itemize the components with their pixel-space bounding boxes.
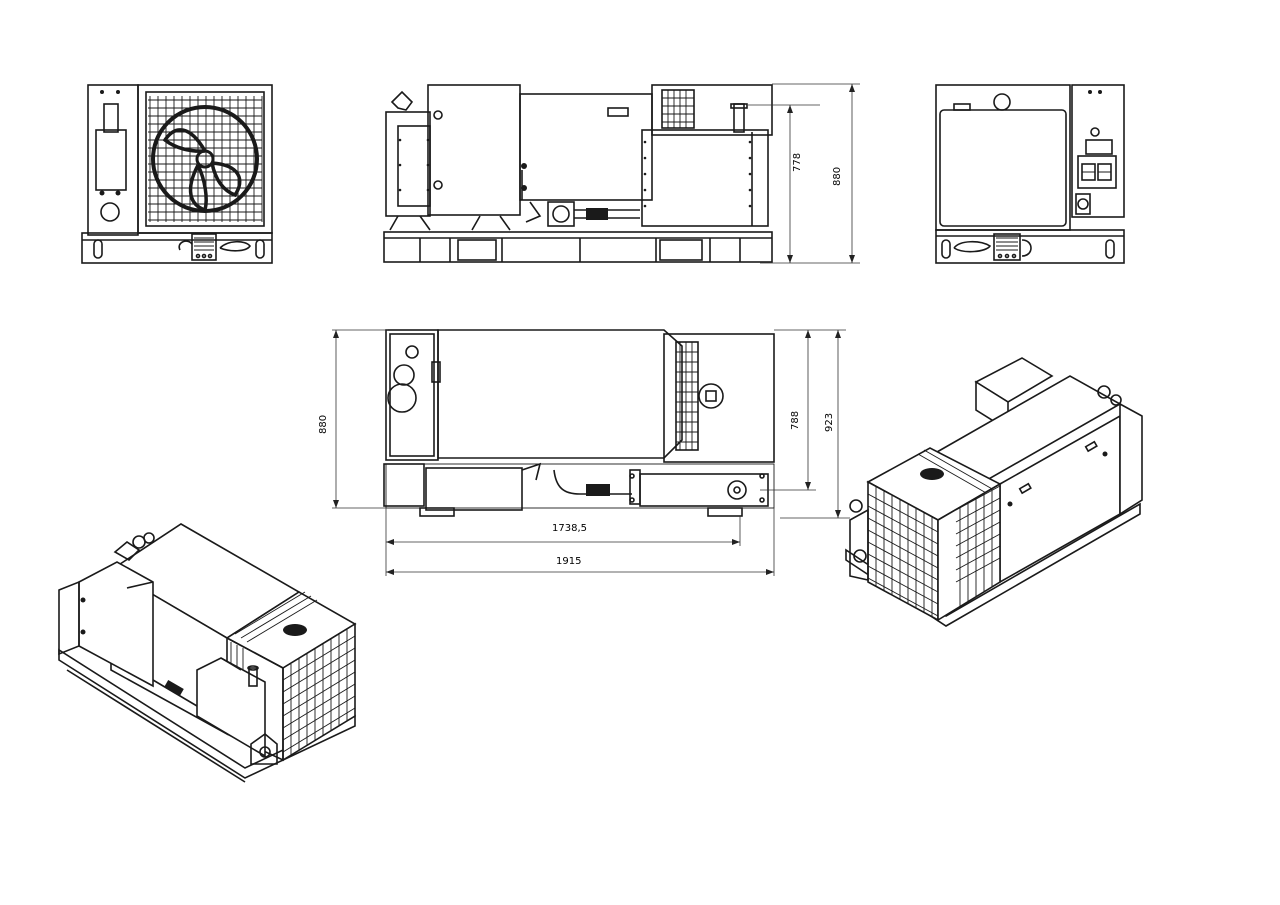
silencer-plan [639,473,769,507]
dimension-plan-overall-width-incl: 923 [824,412,835,432]
silencer-box [641,129,769,227]
panel-display [1085,139,1113,155]
dimension-side-canopy-height: 778 [792,152,803,172]
rear-end-view [930,80,1130,270]
dimension-side-overall-height: 880 [832,166,843,186]
dimension-plan-overall-length: 1915 [556,556,582,567]
dimension-plan-overall-width: 880 [318,414,329,434]
fan-icon [151,105,259,213]
control-panel [1071,84,1125,218]
dimension-plan-length-base: 1738,5 [552,523,587,534]
top-plan-view: 880 788 923 1738,5 1915 [310,320,870,590]
isometric-view-right [840,350,1150,630]
side-elevation-view: 778 880 [380,80,860,270]
front-end-view [80,80,280,270]
dimension-plan-canopy-width: 788 [790,410,801,430]
radiator-grille-iso-right [867,486,939,617]
louvre-label-plate [607,107,629,117]
radiator-grille-iso [282,629,356,756]
isometric-view-left [55,520,365,790]
roof-grille [675,341,699,451]
intake-grille [661,89,695,129]
